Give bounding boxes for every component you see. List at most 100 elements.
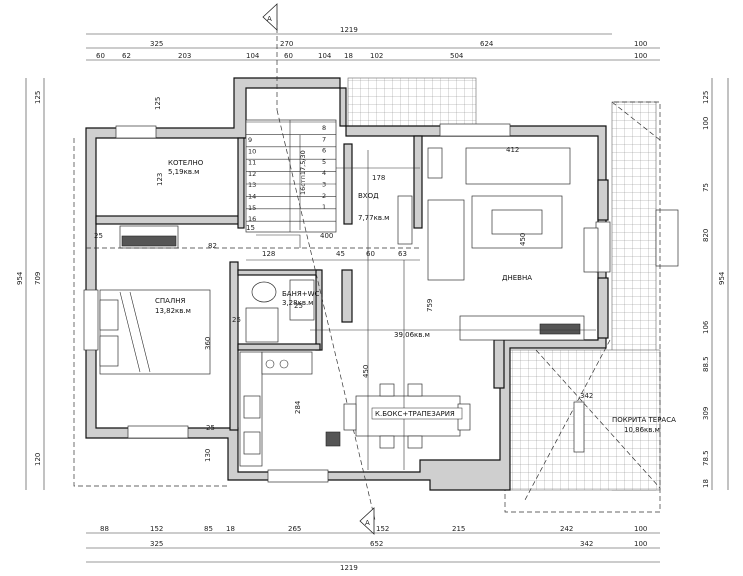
room-dnevna: ДНЕВНА 39,06кв.м [394,274,532,339]
dim-inner-value: 123 [156,173,164,186]
dimension-lines [25,33,729,563]
window-spalnya [83,289,99,351]
svg-text:ПОКРИТА ТЕРАСА: ПОКРИТА ТЕРАСА [612,416,676,424]
stair-step-left: 15 [248,204,256,212]
stair-step-right: 3 [322,181,326,189]
dim-top-row3-value: 203 [178,52,191,60]
dim-inner-value: 60 [366,250,375,258]
dim-inner-value: 125 [154,97,162,110]
terrace-diagonal-2 [611,101,661,141]
stair-step-left: 12 [248,170,256,178]
dim-bottom-row1-value: 85 [204,525,213,533]
dim-inner-value: 25 [294,302,303,310]
wall-corridor-left [229,261,239,431]
dim-top-row3-value: 62 [122,52,131,60]
sofa-group [427,147,599,281]
dim-right-stack-value: 18 [702,479,710,488]
dim-bottom-row1-value: 88 [100,525,109,533]
stair-step-right: 1 [322,203,326,211]
wall-bath-top [237,269,321,276]
dim-inner-value: 342 [580,392,593,400]
dim-inner-value: 63 [398,250,407,258]
dim-inner-value: 82 [208,242,217,250]
section-marker-top [262,3,278,31]
stair-step-left: 10 [248,147,256,155]
covered-terrace-lower [509,349,661,491]
stair-step-right: 7 [322,135,326,143]
dim-inner-value: 360 [204,337,212,350]
svg-text:5,19кв.м: 5,19кв.м [168,168,199,176]
dim-top-total: 1219 [340,26,358,34]
wardrobe [119,225,179,249]
room-spalnya: СПАЛНЯ 13,82кв.м [155,297,191,315]
wall-entry-left [343,143,353,225]
dim-inner-value: 128 [262,250,275,258]
dim-right-total: 954 [718,271,726,285]
stair-step-right: 8 [322,124,326,132]
stair-step-right: 5 [322,158,326,166]
dim-bottom-row1-value: 242 [560,525,573,533]
section-marker-top-label: A [267,15,272,23]
dim-inner-value: 284 [294,400,302,414]
dim-right-stack-value: 75 [702,183,710,192]
dim-inner-value: 25 [94,232,103,240]
dim-right-125: 125 [702,91,710,104]
wall-window-right [597,179,609,221]
dim-bottom-row2-value: 652 [370,540,383,548]
dim-top-row3-value: 504 [450,52,464,60]
wall-bath-right [315,269,323,351]
entry-bench [397,195,413,245]
dim-inner-value: 25 [206,424,215,432]
dim-right-820: 820 [702,229,710,242]
window-living-top [439,123,511,137]
dim-bottom-row2-value: 325 [150,540,163,548]
dim-top-row3-value: 104 [318,52,332,60]
room-kotelno: КОТЕЛНО 5,19кв.м [168,159,204,176]
dim-bottom-row2-value: 342 [580,540,593,548]
dim-inner-value: 130 [204,449,212,462]
svg-text:СПАЛНЯ: СПАЛНЯ [155,297,185,305]
dim-inner-value: 450 [519,233,527,246]
dim-bottom-row1-value: 100 [634,525,647,533]
dim-top-row3-value: 102 [370,52,383,60]
dim-right-stack-value: 309 [702,407,710,420]
wall-kotelno-bottom [95,215,243,225]
bed [99,289,211,375]
wall-bath-bottom [237,343,321,351]
svg-text:7,77кв.м: 7,77кв.м [358,214,389,222]
window-terrace [573,401,585,453]
stair-step-left: 13 [248,181,256,189]
dim-right-stack-value: 106 [702,320,710,334]
dim-inner-value: 15 [246,224,255,232]
dim-top-row3-value: 60 [284,52,293,60]
dim-top-row2-value: 100 [634,40,647,48]
kitchen-counter [239,351,341,467]
room-terasa: ПОКРИТА ТЕРАСА 10,86кв.м [612,416,676,434]
terrace-diagonal-3 [524,339,611,501]
dim-left-total: 954 [16,271,24,285]
staircase [245,119,337,248]
tv-unit [459,315,585,341]
dim-bottom-row1-value: 18 [226,525,235,533]
top-terrace [347,77,477,131]
window-kitchen-bottom [267,469,329,483]
dim-top-row3-value: 18 [344,52,353,60]
svg-text:К.БОКС+ТРАПЕЗАРИЯ: К.БОКС+ТРАПЕЗАРИЯ [375,410,455,418]
svg-text:3,28кв.м: 3,28кв.м [282,299,313,307]
dim-left-120: 120 [34,453,42,466]
svg-text:ВХОД: ВХОД [358,192,379,200]
dim-top-row3-value: 100 [634,52,647,60]
stair-step-right: 4 [322,169,326,177]
dim-top-270: 270 [280,40,293,48]
stair-step-right: 6 [322,147,326,155]
stair-step-left: 9 [248,136,252,144]
dim-inner-value: 45 [336,250,345,258]
dim-inner-value: 412 [506,146,519,154]
svg-text:10,86кв.м: 10,86кв.м [624,426,660,434]
dim-left-709: 709 [34,272,42,285]
stair-step-left: 11 [248,159,256,167]
dim-bottom-row1-value: 152 [376,525,389,533]
room-banya: БАНЯ+WC 3,28кв.м [282,290,320,307]
stair-spec-label: 16стп17,5/30 [299,150,307,195]
